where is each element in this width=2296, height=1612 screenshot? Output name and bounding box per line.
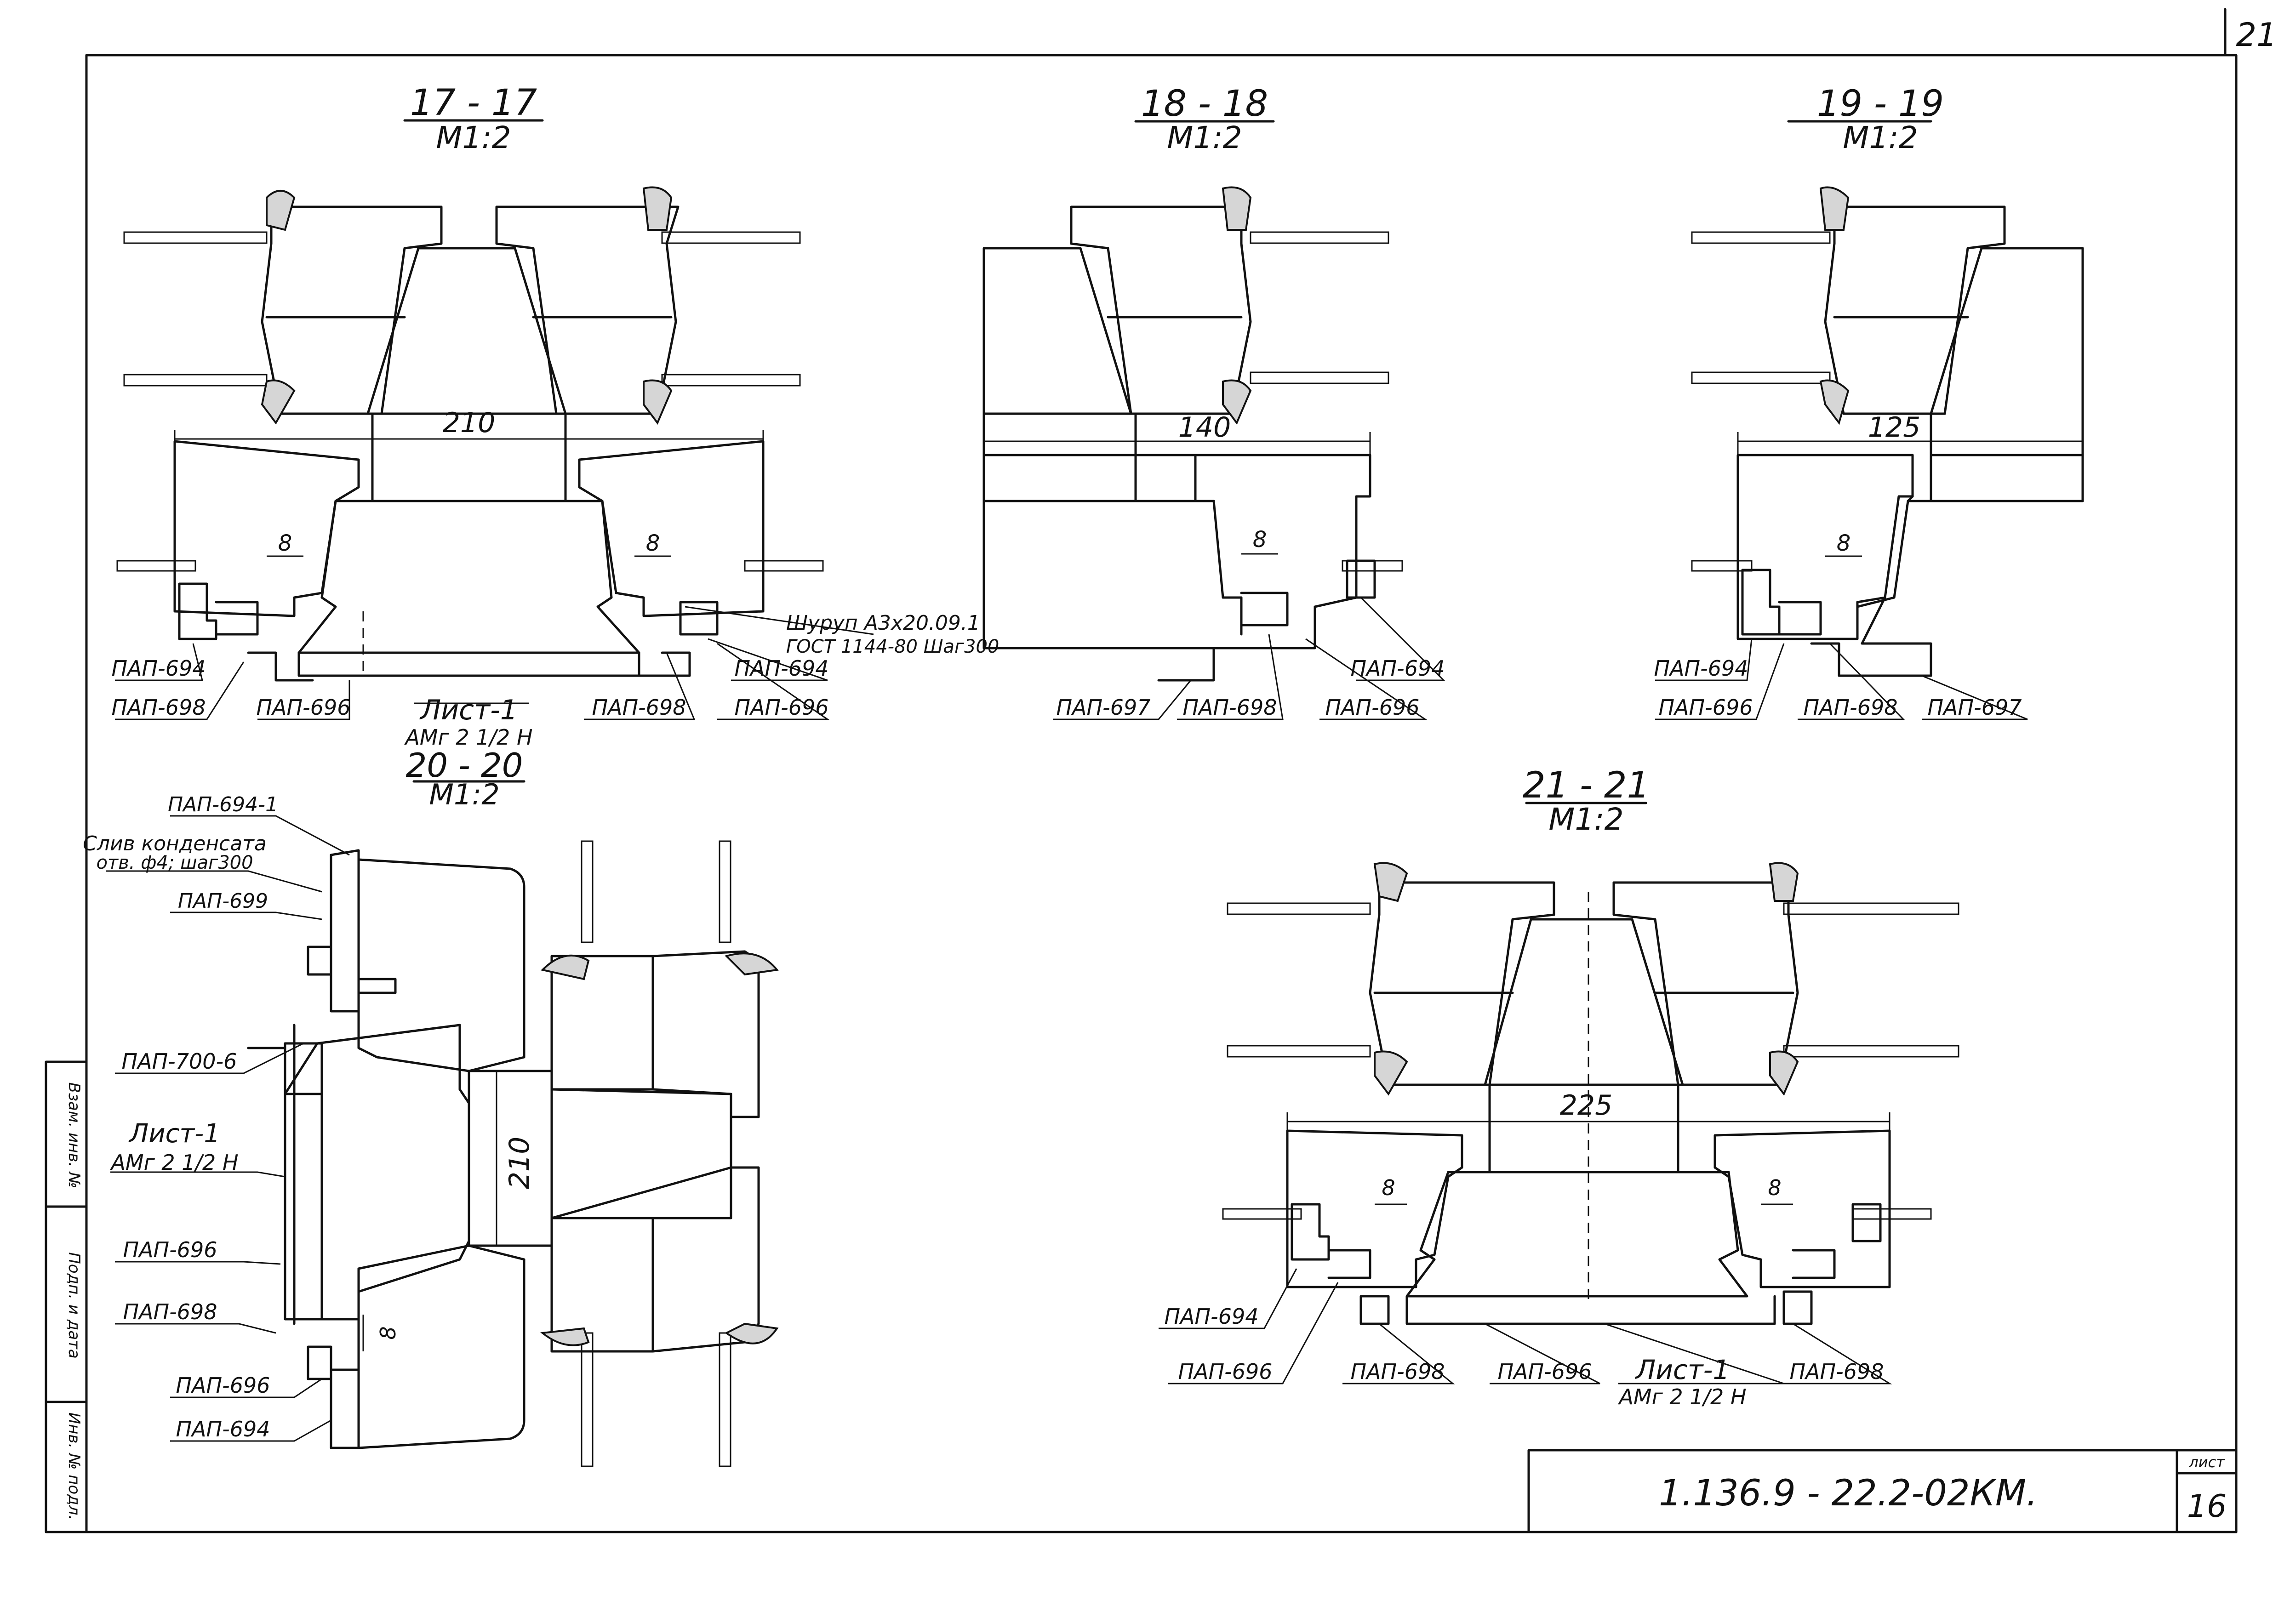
s21-dim-small-2: 8 <box>1768 1175 1781 1200</box>
s19-label-4: ПАП-697 <box>1927 695 2022 720</box>
s21-label-5: Лист-1 <box>1635 1354 1730 1385</box>
section-21-21: 21 - 21 М1:2 225 8 8 <box>1159 765 1959 1409</box>
s17-label-3: ПАП-696 <box>256 695 350 720</box>
s20-label-4: ПАП-699 <box>178 889 268 913</box>
s17-label-1: ПАП-694 <box>111 656 206 681</box>
s20-dim-small: 8 <box>376 1326 400 1339</box>
s17-label-2: ПАП-698 <box>111 695 206 720</box>
s19-scale: М1:2 <box>1843 120 1918 155</box>
section-17-17: 17 - 17 М1:2 210 <box>111 82 999 750</box>
s18-title: 18 - 18 <box>1141 83 1268 125</box>
stamp-code: 1.136.9 - 22.2-02КМ. <box>1659 1473 2038 1514</box>
strip-label-3: Инв. № подл. <box>65 1413 83 1521</box>
s20-title: 20 - 20 <box>406 746 523 785</box>
s17-label-8: ПАП-694 <box>734 656 828 681</box>
s20-label-10: ПАП-696 <box>176 1373 270 1398</box>
s20-label-1: ПАП-694-1 <box>168 793 278 816</box>
s20-label-3: отв. ф4; шаг300 <box>96 852 253 873</box>
s21-title: 21 - 21 <box>1523 765 1650 806</box>
s20-dim-main: 210 <box>503 1137 536 1190</box>
strip-label-1: Взам. инв. № <box>65 1082 83 1189</box>
s19-dim-small: 8 <box>1837 530 1851 556</box>
s17-title: 17 - 17 <box>410 82 537 124</box>
s17-screw-note-2: ГОСТ 1144-80 Шаг300 <box>786 636 999 657</box>
sheet-frame <box>85 54 2238 1533</box>
s17-dim-small-2: 8 <box>646 530 660 556</box>
s20-label-2: Слив конденсата <box>83 832 267 855</box>
s21-label-3: ПАП-698 <box>1350 1359 1445 1384</box>
s18-scale: М1:2 <box>1167 120 1242 155</box>
s18-label-1: ПАП-697 <box>1056 695 1150 720</box>
s20-label-11: ПАП-694 <box>176 1417 270 1441</box>
s21-dim-main: 225 <box>1560 1089 1613 1122</box>
sheet-number: 16 <box>2187 1488 2227 1525</box>
section-19-19: 19 - 19 М1:2 125 8 ПАП-694 ПАП-696 <box>1654 83 2084 720</box>
s21-dim-small-1: 8 <box>1382 1175 1395 1200</box>
s19-label-3: ПАП-698 <box>1803 695 1897 720</box>
s21-label-7: ПАП-698 <box>1789 1359 1884 1384</box>
s21-scale: М1:2 <box>1548 802 1623 837</box>
s21-label-1: ПАП-694 <box>1164 1304 1258 1329</box>
section-18-18: 18 - 18 М1:2 140 8 ПАП-697 ПАП-698 <box>982 83 1445 720</box>
s17-dim-small-1: 8 <box>278 530 292 556</box>
s17-screw-note-1: Шуруп А3х20.09.1 <box>786 611 980 635</box>
s21-label-6: АМг 2 1/2 Н <box>1617 1384 1746 1409</box>
s18-label-3: ПАП-696 <box>1325 695 1419 720</box>
s20-label-5: ПАП-700-6 <box>122 1049 237 1074</box>
s18-dim-small: 8 <box>1253 527 1267 553</box>
sheet-label: лист <box>2188 1453 2225 1471</box>
s19-label-1: ПАП-694 <box>1654 656 1748 681</box>
section-20-20: 20 - 20 М1:2 210 8 <box>83 746 779 1467</box>
s20-label-7: АМг 2 1/2 Н <box>109 1150 238 1175</box>
s21-label-4: ПАП-696 <box>1497 1359 1592 1384</box>
s20-label-9: ПАП-698 <box>123 1299 217 1324</box>
s20-label-6: Лист-1 <box>128 1119 220 1149</box>
corner-number: 21 <box>2236 16 2277 54</box>
s18-dim-main: 140 <box>1178 411 1231 444</box>
side-strip: Взам. инв. № Подп. и дата Инв. № подл. <box>45 1060 88 1533</box>
s19-dim-main: 125 <box>1868 411 1921 444</box>
title-stamp: 1.136.9 - 22.2-02КМ. лист 16 <box>1527 1449 2238 1533</box>
s18-label-2: ПАП-698 <box>1182 695 1277 720</box>
s20-scale: М1:2 <box>429 778 499 811</box>
s21-label-2: ПАП-696 <box>1178 1359 1272 1384</box>
s18-label-4: ПАП-694 <box>1350 656 1445 681</box>
s19-title: 19 - 19 <box>1817 83 1944 125</box>
s19-label-2: ПАП-696 <box>1658 695 1753 720</box>
s17-label-4: Лист-1 <box>419 694 518 726</box>
s17-label-5: АМг 2 1/2 Н <box>404 725 532 750</box>
s17-scale: М1:2 <box>436 120 511 155</box>
s20-label-8: ПАП-696 <box>123 1237 217 1262</box>
strip-label-2: Подп. и дата <box>65 1252 83 1359</box>
s17-label-6: ПАП-698 <box>592 695 686 720</box>
s17-label-7: ПАП-696 <box>734 695 828 720</box>
s17-dim-main: 210 <box>443 407 496 439</box>
